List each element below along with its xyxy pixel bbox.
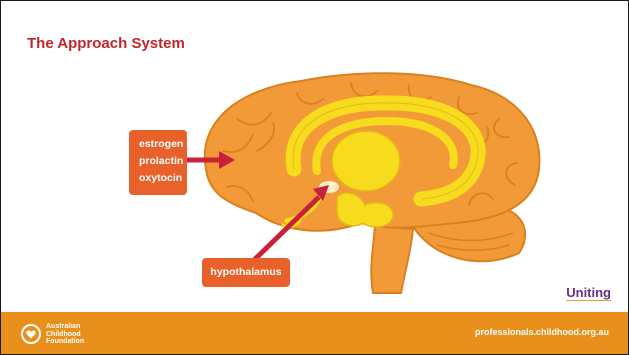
heart-icon [21,324,41,344]
hypothalamus-label: hypothalamus [202,258,290,287]
thalamus [332,131,400,191]
brain-stem [371,226,413,293]
org-line-2: Childhood [46,331,84,339]
hormone-estrogen: estrogen [139,136,187,153]
footer-url[interactable]: professionals.childhood.org.au [475,327,609,337]
hormone-prolactin: prolactin [139,153,187,170]
heart-glyph [26,330,36,339]
org-line-3: Foundation [46,338,84,346]
footer-bar: Australian Childhood Foundation professi… [1,312,628,354]
acf-logo: Australian Childhood Foundation [21,323,84,346]
hormone-oxytocin: oxytocin [139,170,187,187]
uniting-logo: Uniting [566,285,611,300]
org-line-1: Australian [46,323,84,331]
acf-logo-text: Australian Childhood Foundation [46,323,84,346]
hormones-label: estrogen prolactin oxytocin [129,130,187,195]
